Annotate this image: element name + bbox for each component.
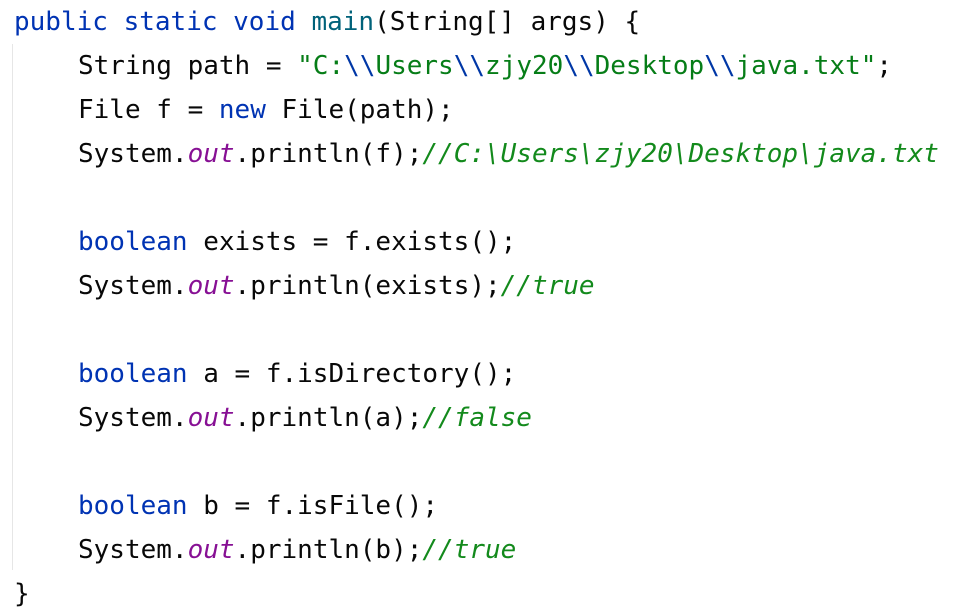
code-line-print-file[interactable]: System.out.println(f);//C:\Users\zjy20\D… xyxy=(78,132,939,176)
string-escape: \\ xyxy=(453,51,486,81)
system-ref: System. xyxy=(78,403,188,433)
keyword-boolean: boolean xyxy=(78,359,188,389)
indent-guide xyxy=(12,44,13,570)
keyword-new: new xyxy=(218,95,266,125)
file-constructor: File(path); xyxy=(265,95,454,125)
code-line-file-creation[interactable]: File f = new File(path); xyxy=(78,88,454,132)
keyword-boolean: boolean xyxy=(78,491,188,521)
println-call: .println(exists); xyxy=(234,271,501,301)
method-name: main xyxy=(311,7,375,37)
code-line-print-exists[interactable]: System.out.println(exists);//true xyxy=(78,264,595,308)
string-part: zjy20 xyxy=(485,51,564,81)
exists-assignment: exists = f.exists(); xyxy=(187,227,517,257)
keyword-void: void xyxy=(233,7,296,37)
file-decl-prefix: File f = xyxy=(78,95,219,125)
line-comment: //C:\Users\zjy20\Desktop\java.txt xyxy=(422,139,939,169)
keyword-static: static xyxy=(123,7,218,37)
static-field-out: out xyxy=(187,535,235,565)
string-part: Desktop xyxy=(594,51,705,81)
string-escape: \\ xyxy=(704,51,736,81)
path-decl-prefix: String path = xyxy=(78,51,298,81)
keyword-boolean: boolean xyxy=(78,227,188,257)
println-call: .println(a); xyxy=(234,403,423,433)
code-line-print-b[interactable]: System.out.println(b);//true xyxy=(78,528,516,572)
isdirectory-assignment: a = f.isDirectory(); xyxy=(187,359,517,389)
isfile-assignment: b = f.isFile(); xyxy=(187,491,439,521)
static-field-out: out xyxy=(187,271,235,301)
system-ref: System. xyxy=(78,271,188,301)
string-escape: \\ xyxy=(344,51,376,81)
line-comment: //true xyxy=(500,271,595,301)
semicolon: ; xyxy=(876,51,893,81)
code-line-isfile-declaration[interactable]: boolean b = f.isFile(); xyxy=(78,484,438,528)
code-line-exists-declaration[interactable]: boolean exists = f.exists(); xyxy=(78,220,516,264)
keyword-public: public xyxy=(14,7,108,37)
code-line-method-signature[interactable]: public static void main(String[] args) { xyxy=(14,0,640,44)
code-line-isdirectory-declaration[interactable]: boolean a = f.isDirectory(); xyxy=(78,352,516,396)
string-part: java.txt" xyxy=(735,51,877,81)
code-line-path-declaration[interactable]: String path = "C:\\Users\\zjy20\\Desktop… xyxy=(78,44,892,88)
closing-brace: } xyxy=(14,579,30,609)
system-ref: System. xyxy=(78,535,188,565)
code-line-print-a[interactable]: System.out.println(a);//false xyxy=(78,396,532,440)
method-params: (String[] args) { xyxy=(374,7,641,37)
string-part: "C: xyxy=(297,51,345,81)
code-line-closing-brace[interactable]: } xyxy=(14,572,30,616)
line-comment: //true xyxy=(422,535,517,565)
string-part: Users xyxy=(375,51,454,81)
system-ref: System. xyxy=(78,139,188,169)
static-field-out: out xyxy=(187,403,235,433)
println-call: .println(b); xyxy=(234,535,423,565)
println-call: .println(f); xyxy=(234,139,423,169)
string-escape: \\ xyxy=(563,51,595,81)
static-field-out: out xyxy=(187,139,235,169)
line-comment: //false xyxy=(422,403,532,433)
